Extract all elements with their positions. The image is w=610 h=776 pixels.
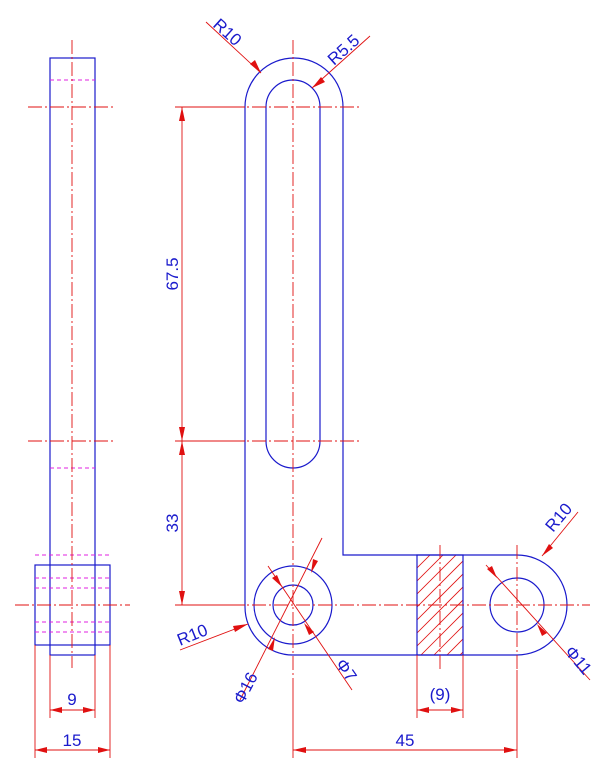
dim-label-33: 33 [163, 514, 182, 533]
dim-label-dia7: Φ7 [332, 655, 361, 685]
dim-label-right-r10: R10 [542, 499, 577, 535]
side-view: 9 15 [15, 40, 130, 758]
side-view-bar [49, 57, 96, 656]
dim-label-dia16: Φ16 [230, 669, 262, 707]
dim-label-side-15: 15 [63, 731, 82, 750]
front-view-outline [244, 57, 568, 656]
dim-label-section-9: (9) [430, 685, 451, 704]
dim-label-r5-5: R5.5 [324, 31, 363, 69]
front-view: 67.5 33 R10 R5.5 R10 Φ16 Φ7 R10 Φ11 [163, 15, 596, 758]
dim-label-top-r10: R10 [209, 15, 245, 50]
dim-label-dia11: Φ11 [561, 642, 596, 678]
dim-label-45: 45 [396, 731, 415, 750]
dim-label-side-9: 9 [67, 690, 76, 709]
dim-label-67-5: 67.5 [163, 257, 182, 290]
